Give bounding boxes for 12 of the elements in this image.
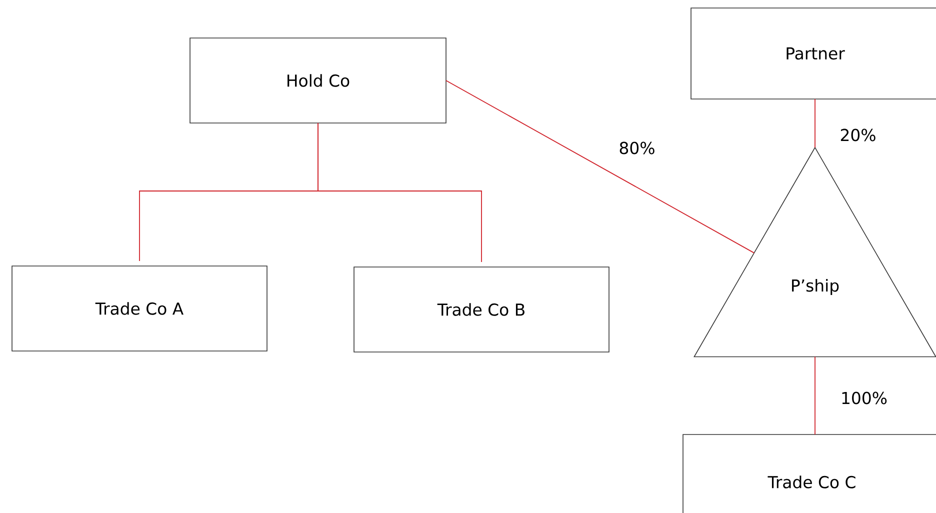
connector-line (446, 80, 755, 254)
edge-label: 100% (840, 390, 888, 406)
entity-box: Trade Co B (354, 266, 610, 352)
edge-label: 20% (838, 128, 878, 142)
entity-box: Hold Co (190, 38, 446, 124)
entity-box: Partner (690, 8, 936, 100)
edge-label: 80% (618, 140, 656, 156)
connector-line (318, 122, 482, 262)
entity-box: Trade Co A (12, 266, 268, 352)
connector-line (814, 98, 816, 148)
connector-line (814, 356, 816, 435)
entity-box: Trade Co C (682, 434, 936, 513)
